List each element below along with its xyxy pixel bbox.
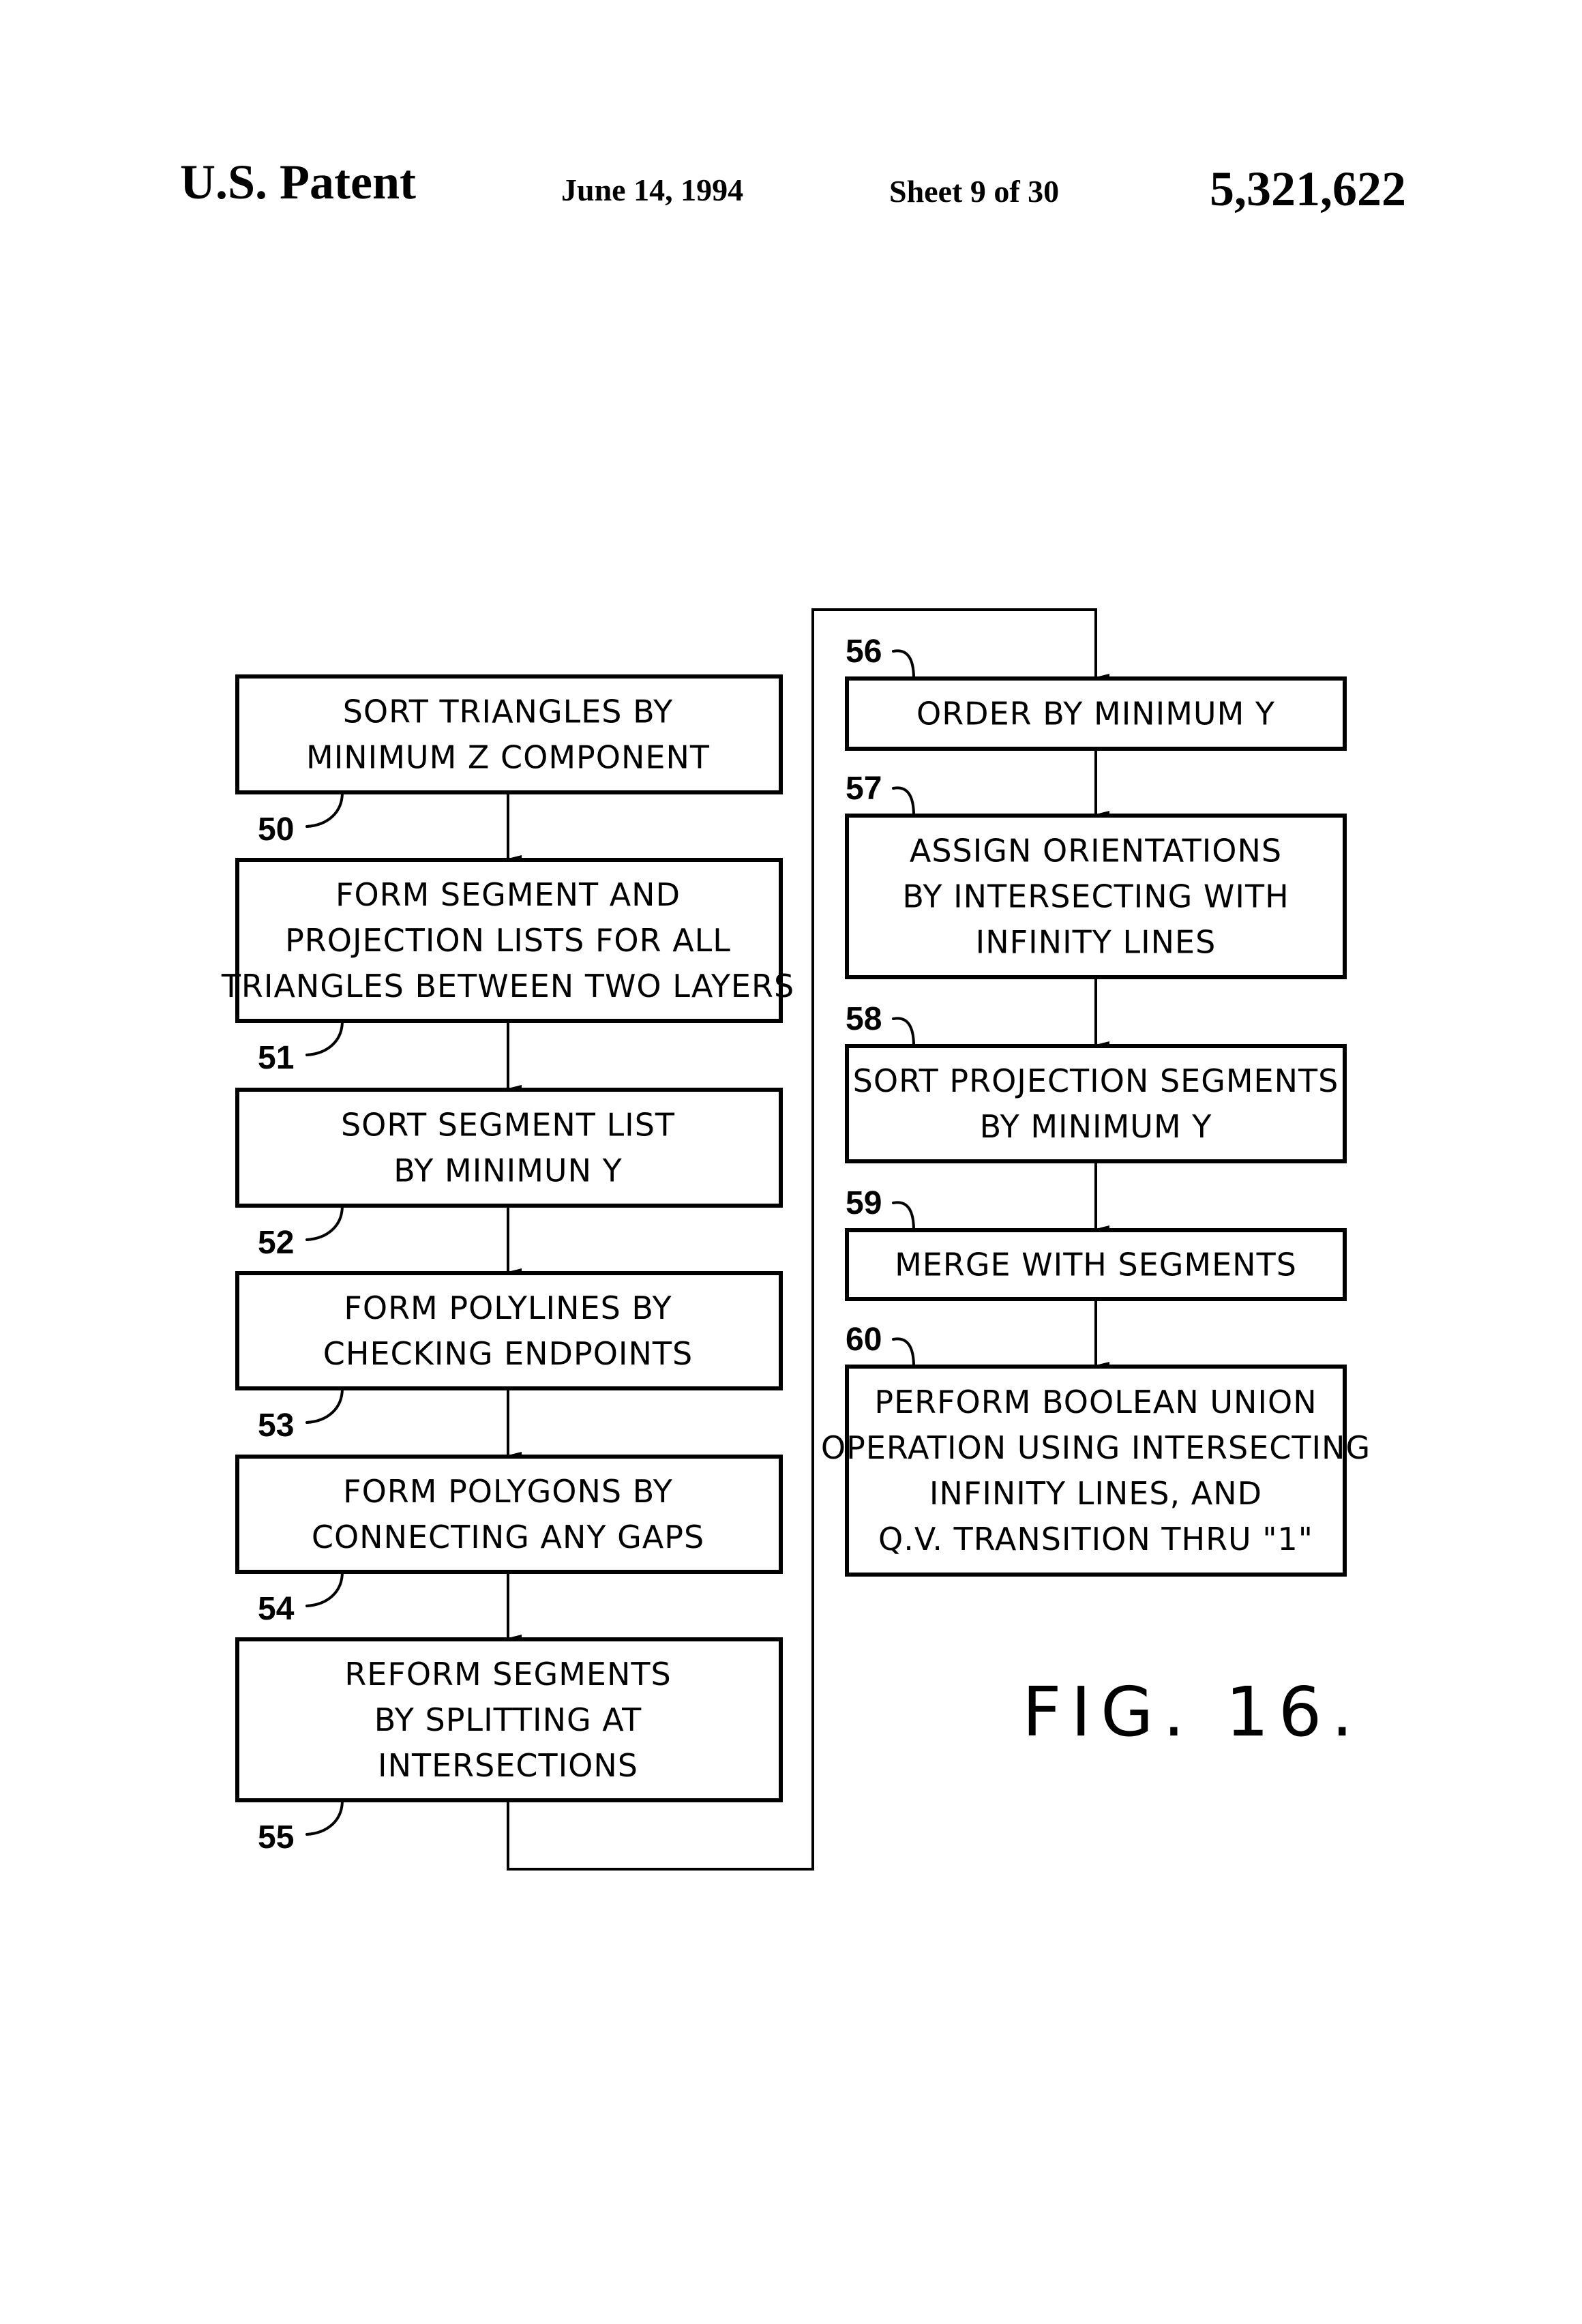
leader-line: [307, 1021, 342, 1055]
box-text-line: FORM POLYGONS BY: [343, 1473, 673, 1510]
leader-line: [893, 788, 914, 816]
leader-line: [307, 1800, 342, 1834]
box-text-line: BY MINIMUM Y: [980, 1108, 1212, 1145]
box-text-line: CHECKING ENDPOINTS: [323, 1335, 693, 1372]
reference-numeral: 55: [258, 1819, 294, 1856]
leader-line: [307, 1572, 342, 1606]
box-text-line: MINIMUM Z COMPONENT: [306, 739, 710, 776]
box-text-line: ORDER BY MINIMUM Y: [916, 696, 1275, 732]
box-text-line: INFINITY LINES: [976, 924, 1217, 961]
box-text-line: BY SPLITTING AT: [374, 1701, 642, 1738]
leader-line: [307, 792, 342, 826]
box-text-line: CONNECTING ANY GAPS: [312, 1519, 704, 1555]
box-text-line: Q.V. TRANSITION THRU "1": [878, 1521, 1313, 1558]
reference-numeral: 59: [846, 1185, 882, 1221]
box-text-line: SORT SEGMENT LIST: [341, 1107, 675, 1144]
reference-numeral: 52: [258, 1225, 294, 1261]
leader-line: [893, 1018, 914, 1046]
reference-numeral: 58: [846, 1001, 882, 1037]
leader-line: [893, 1339, 914, 1367]
box-text-line: PROJECTION LISTS FOR ALL: [285, 922, 731, 959]
reference-numeral: 60: [846, 1322, 882, 1358]
reference-numeral: 53: [258, 1407, 294, 1444]
reference-numeral: 56: [846, 634, 882, 670]
leader-line: [307, 1206, 342, 1240]
reference-numeral: 50: [258, 811, 294, 848]
reference-numeral: 54: [258, 1591, 295, 1627]
box-text-line: BY INTERSECTING WITH: [902, 878, 1289, 915]
leader-line: [893, 651, 914, 679]
box-text-line: MERGE WITH SEGMENTS: [895, 1247, 1297, 1283]
box-text-line: INFINITY LINES, AND: [929, 1475, 1262, 1512]
leader-line: [893, 1202, 914, 1230]
figure-label: FIG. 16.: [1022, 1672, 1362, 1752]
box-text-line: FORM SEGMENT AND: [335, 876, 681, 913]
box-text-line: BY MINIMUN Y: [393, 1152, 622, 1189]
reference-numeral: 51: [258, 1040, 294, 1076]
box-text-line: ASSIGN ORIENTATIONS: [910, 833, 1282, 869]
box-text-line: TRIANGLES BETWEEN TWO LAYERS: [221, 968, 794, 1004]
box-text-line: SORT PROJECTION SEGMENTS: [853, 1062, 1339, 1099]
reference-numeral: 57: [846, 771, 882, 807]
box-text-line: PERFORM BOOLEAN UNION: [874, 1384, 1317, 1420]
box-text-line: FORM POLYLINES BY: [344, 1290, 672, 1326]
box-text-line: INTERSECTIONS: [378, 1747, 638, 1784]
leader-line: [307, 1388, 342, 1422]
box-text-line: OPERATION USING INTERSECTING: [821, 1429, 1371, 1466]
box-text-line: REFORM SEGMENTS: [344, 1656, 671, 1693]
box-text-line: SORT TRIANGLES BY: [343, 694, 674, 730]
